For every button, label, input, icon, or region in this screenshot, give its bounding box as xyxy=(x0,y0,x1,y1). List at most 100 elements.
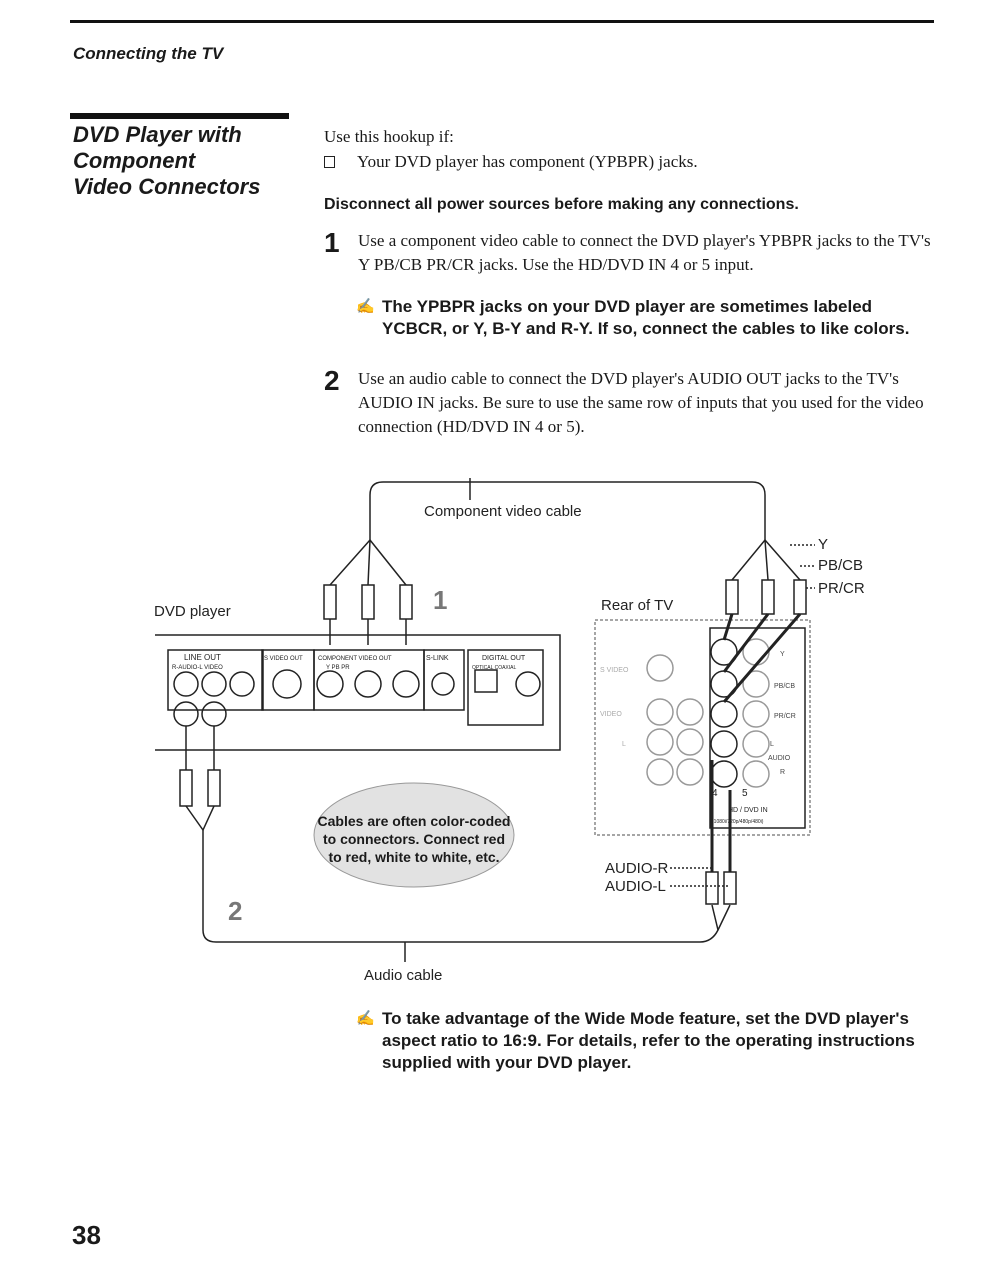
tv-jack xyxy=(742,760,770,788)
tv-jack xyxy=(742,700,770,728)
dvd-component-label: COMPONENT VIDEO OUT xyxy=(318,656,392,662)
dvd-jack xyxy=(229,671,255,697)
callout-text: Cables are often color-coded to connecto… xyxy=(317,813,511,865)
tv-plug-pb xyxy=(761,579,775,615)
dvd-component-sub-label: Y PB PR xyxy=(326,665,350,671)
dvd-plug-y xyxy=(323,584,337,620)
note-1: ✍ The YPBPR jacks on your DVD player are… xyxy=(356,296,936,340)
audio-cable-join xyxy=(185,805,215,832)
tv-svideo-label: S VIDEO xyxy=(600,667,629,674)
dvd-line-out-label: LINE OUT xyxy=(184,653,221,662)
tv-hd-dvd-in-label: HD / DVD IN xyxy=(728,807,768,814)
dvd-audio-video-label: R-AUDIO-L VIDEO xyxy=(172,665,223,671)
tv-video-label: VIDEO xyxy=(600,711,622,718)
note-2: ✍ To take advantage of the Wide Mode fea… xyxy=(356,1008,936,1074)
tv-jack xyxy=(676,728,704,756)
audio-l-label: AUDIO-L xyxy=(605,878,666,895)
step-text: Use a component video cable to connect t… xyxy=(358,231,931,274)
tv-y-label: Y xyxy=(780,651,785,658)
tv-audio-word-label: AUDIO xyxy=(768,755,791,762)
tv-jack xyxy=(646,758,674,786)
audio-label-pointers xyxy=(670,867,730,887)
dvd-cable-fan xyxy=(329,539,407,586)
tv-jack xyxy=(676,758,704,786)
pb-label: PB/CB xyxy=(818,557,864,574)
tv-audio-l-label: L xyxy=(622,741,626,748)
section-title-line: DVD Player with xyxy=(73,122,242,147)
audio-plug-tv xyxy=(705,871,719,905)
tv-r-label: R xyxy=(780,769,785,776)
bullet-text: Your DVD player has component (YPBPR) ja… xyxy=(357,152,698,171)
tv-audio-cables xyxy=(710,760,732,872)
dvd-player-body xyxy=(155,634,561,751)
tv-jack xyxy=(742,730,770,758)
page-number: 38 xyxy=(72,1220,101,1250)
dvd-plug-pins xyxy=(329,619,407,645)
audio-cable-label: Audio cable xyxy=(364,967,443,984)
diagram-step-2: 2 xyxy=(228,896,243,926)
callout-bubble xyxy=(313,782,515,888)
tv-svideo-jack xyxy=(646,654,674,682)
tv-input-5-label: 5 xyxy=(742,788,748,799)
audio-cable-dvd-side xyxy=(185,726,215,770)
step-2: 2 Use an audio cable to connect the DVD … xyxy=(324,367,943,439)
running-head: Connecting the TV xyxy=(73,44,224,63)
dvd-optical-label: OPTICAL COAXIAL xyxy=(472,665,516,671)
audio-r-label: AUDIO-R xyxy=(605,860,669,877)
rear-tv-label: Rear of TV xyxy=(601,597,674,614)
audio-plug-tv xyxy=(723,871,737,905)
bullet-item: Your DVD player has component (YPBPR) ja… xyxy=(324,150,698,174)
note-text: To take advantage of the Wide Mode featu… xyxy=(382,1009,915,1072)
dvd-digital-label: DIGITAL OUT xyxy=(482,655,526,662)
dvd-jack-pb xyxy=(354,670,382,698)
dvd-svideo-label: S VIDEO OUT xyxy=(264,656,303,662)
component-cable-loop xyxy=(369,481,766,540)
top-rule xyxy=(70,20,934,23)
dvd-slink-label: S-LINK xyxy=(426,655,449,662)
pr-label: PR/CR xyxy=(818,580,865,597)
dvd-optical-jack xyxy=(474,669,498,693)
dvd-plug-pb xyxy=(361,584,375,620)
dvd-slink-jack xyxy=(431,672,455,696)
tv-cable-fan xyxy=(731,539,801,581)
dvd-line-out-box xyxy=(167,649,264,711)
tv-formats-label: (1080i/720p/480p/480i) xyxy=(712,819,764,825)
step-number: 2 xyxy=(324,365,340,396)
dvd-slink-box xyxy=(423,649,465,711)
dvd-coaxial-jack xyxy=(515,671,541,697)
step-number: 1 xyxy=(324,227,340,258)
step-text: Use an audio cable to connect the DVD pl… xyxy=(358,369,924,436)
dvd-jack-pr xyxy=(392,670,420,698)
tv-rear-panel xyxy=(594,619,811,836)
tv-pb-label: PB/CB xyxy=(774,683,795,690)
tv-jack-audio-l xyxy=(710,730,738,758)
y-label: Y xyxy=(818,536,829,553)
audio-plug-dvd xyxy=(179,769,193,807)
dvd-player-label: DVD player xyxy=(154,603,231,620)
tv-jack xyxy=(742,670,770,698)
tv-video-cables xyxy=(722,613,802,703)
tv-jack-pr xyxy=(710,700,738,728)
dvd-jack-y xyxy=(316,670,344,698)
tv-l-label: L xyxy=(770,741,774,748)
tv-plug-pr xyxy=(793,579,807,615)
dvd-plug-pr xyxy=(399,584,413,620)
pencil-note-icon: ✍ xyxy=(356,1010,375,1027)
audio-cable-fork xyxy=(711,904,719,931)
use-line: Use this hookup if: xyxy=(324,127,454,146)
dvd-digital-box xyxy=(467,649,544,726)
tv-plug-y xyxy=(725,579,739,615)
step-1: 1 Use a component video cable to connect… xyxy=(324,229,943,277)
tv-input-4-label: 4 xyxy=(712,788,718,799)
dvd-svideo-jack xyxy=(272,669,302,699)
diagram-step-1: 1 xyxy=(433,585,448,615)
tv-pr-label: PR/CR xyxy=(774,713,796,720)
dvd-jack xyxy=(201,701,227,727)
note-text: The YPBPR jacks on your DVD player are s… xyxy=(382,297,910,338)
dvd-jack xyxy=(173,671,199,697)
audio-cable-loop xyxy=(202,830,731,943)
tv-jack xyxy=(646,698,674,726)
audio-plug-dvd xyxy=(207,769,221,807)
section-title: DVD Player with Component Video Connecto… xyxy=(73,122,298,200)
checkbox-icon xyxy=(324,156,335,168)
